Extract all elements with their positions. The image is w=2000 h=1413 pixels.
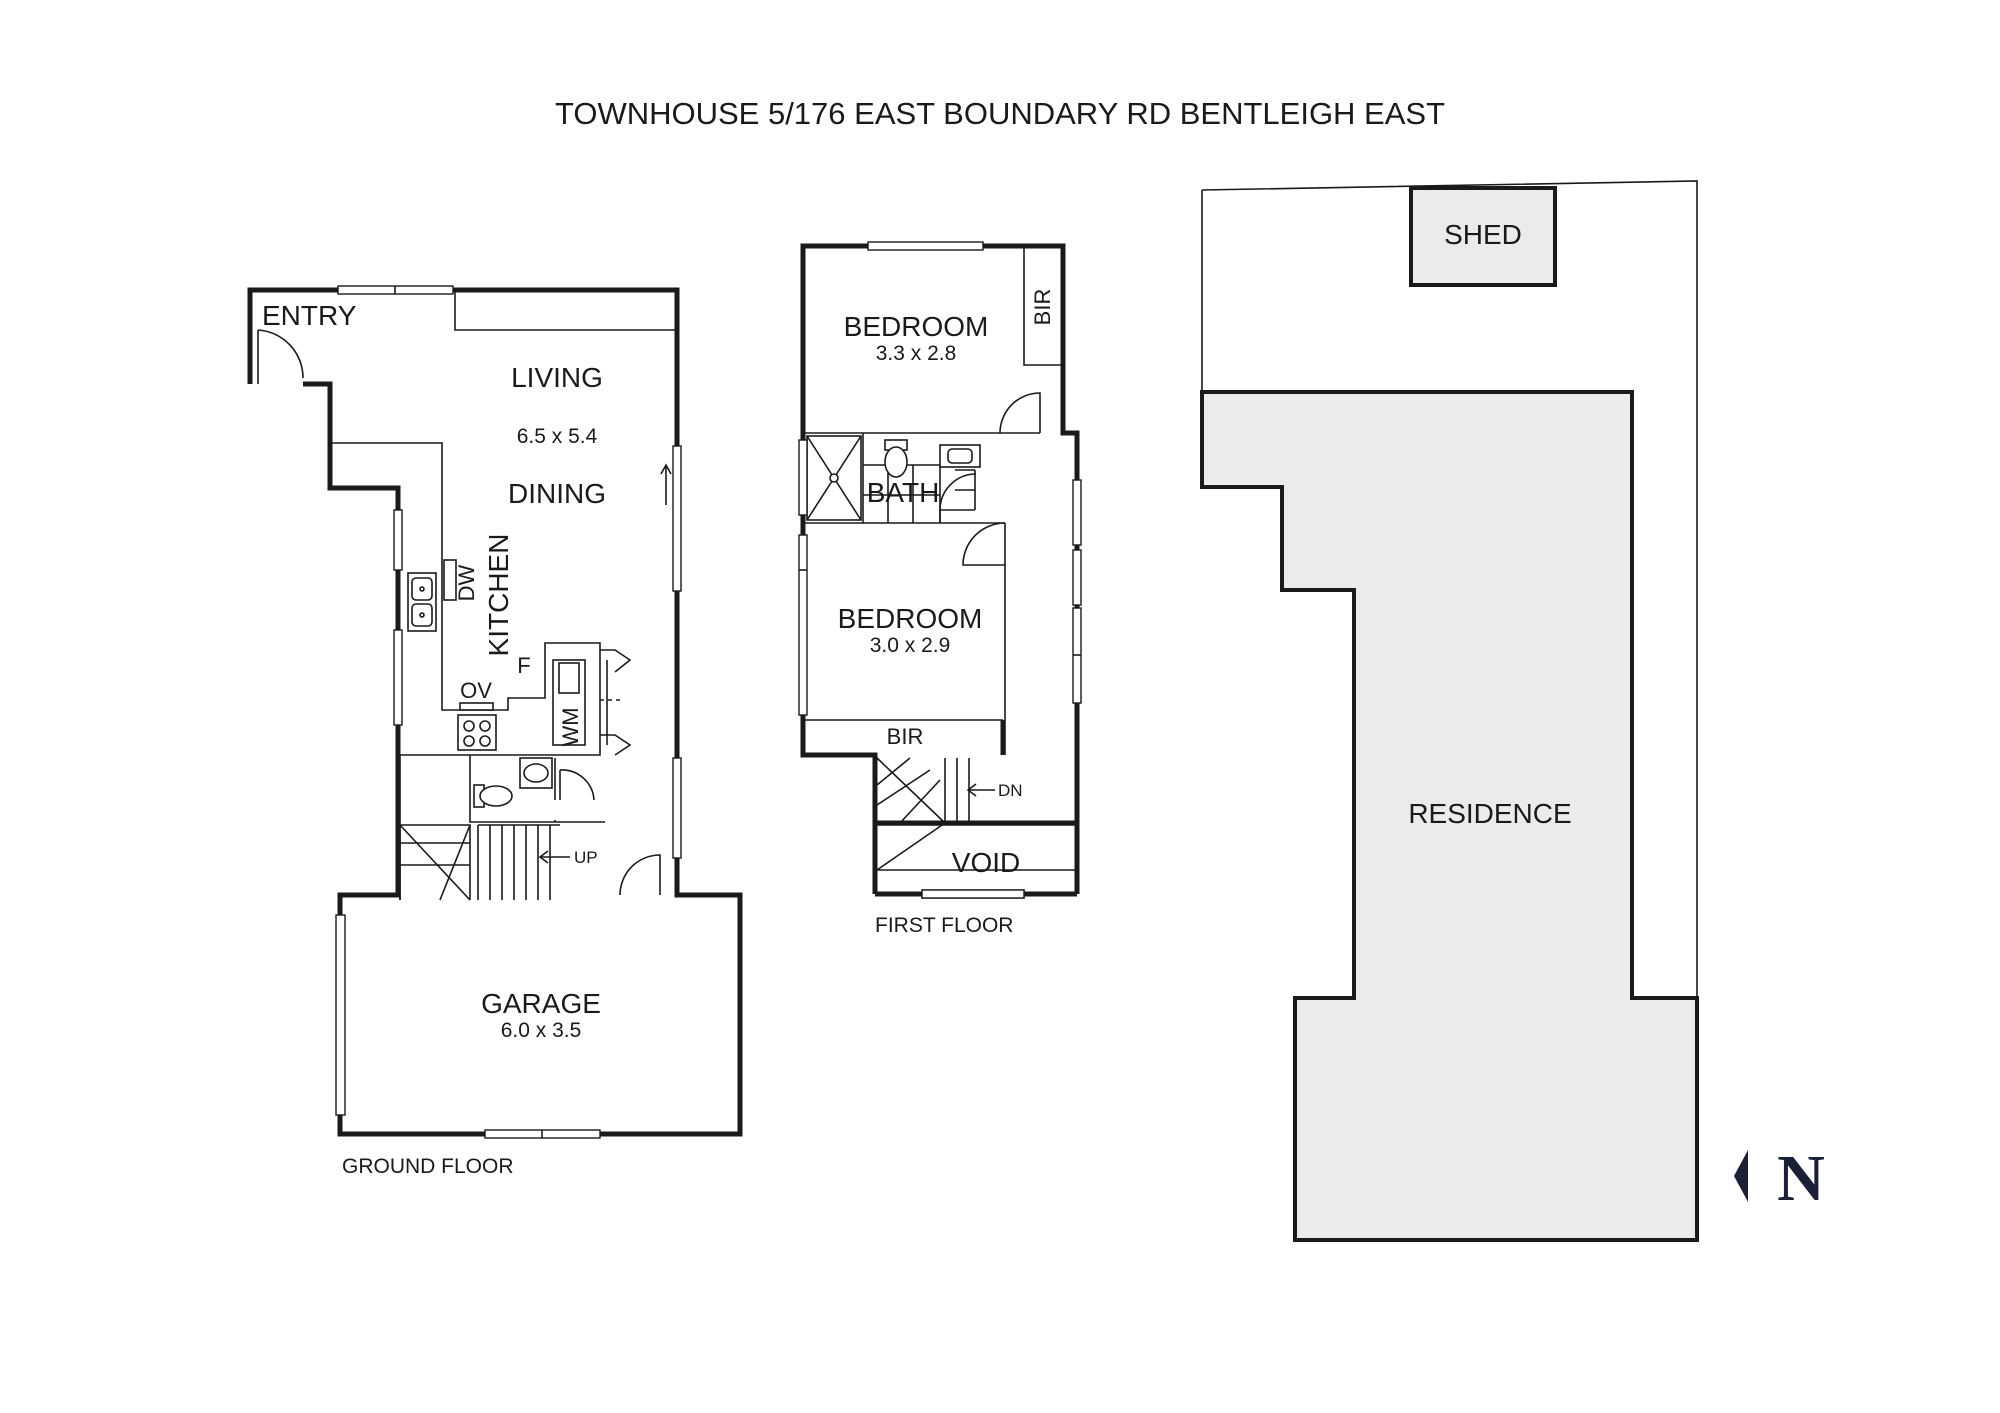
- ground-floor: [247, 285, 743, 1139]
- room-label-kitchen: KITCHEN: [483, 534, 514, 657]
- powder-door: [559, 769, 595, 801]
- bedroom1-door: [999, 392, 1041, 434]
- cooktop-icon: [457, 714, 497, 751]
- room-label-void: VOID: [952, 847, 1020, 878]
- label-residence: RESIDENCE: [1408, 798, 1571, 829]
- residence-outline: [1200, 390, 1699, 1242]
- north-label: N: [1777, 1142, 1825, 1215]
- dishwasher-icon: [443, 559, 457, 601]
- bedroom1-dimensions: 3.3 x 2.8: [876, 342, 957, 365]
- north-arrow-icon: [1734, 1150, 1748, 1202]
- site-boundary: [1201, 180, 1698, 998]
- first-floor: [798, 241, 1082, 899]
- first-floor-stairs: [876, 757, 1077, 871]
- bath-window: [798, 439, 808, 516]
- label-ov: OV: [460, 678, 492, 703]
- plan-title: TOWNHOUSE 5/176 EAST BOUNDARY RD BENTLEI…: [555, 96, 1445, 131]
- label-bir2: BIR: [887, 724, 924, 749]
- room-label-bedroom2: BEDROOM: [838, 603, 983, 634]
- up-arrow-icon: [538, 850, 570, 864]
- ground-floor-label: GROUND FLOOR: [342, 1155, 514, 1178]
- room-label-bath: BATH: [867, 477, 940, 508]
- bedroom2-window-left: [798, 534, 808, 716]
- bath-walls: [805, 432, 1040, 524]
- kitchen-window-lower: [393, 629, 403, 726]
- living-sliding-door: [672, 445, 682, 592]
- label-shed: SHED: [1444, 219, 1522, 250]
- side-window: [672, 757, 682, 859]
- label-up: UP: [574, 848, 598, 867]
- garage-internal-door: [619, 854, 661, 896]
- bath-tiles: [863, 464, 976, 523]
- void-outline: [877, 869, 1077, 871]
- dn-arrow-icon: [966, 783, 995, 797]
- laundry-doors: [600, 649, 632, 756]
- ground-floor-stairs: [399, 824, 560, 901]
- bedroom2-door: [962, 522, 1006, 566]
- label-bir1: BIR: [1030, 289, 1055, 326]
- living-dimensions: 6.5 x 5.4: [517, 425, 598, 448]
- kitchen-window-upper: [393, 509, 403, 571]
- label-fridge: F: [517, 653, 530, 678]
- bedroom1-window: [867, 241, 984, 251]
- garage-dimensions: 6.0 x 3.5: [501, 1019, 582, 1042]
- room-label-bedroom1: BEDROOM: [844, 311, 989, 342]
- landing-window-2: [1072, 549, 1082, 606]
- room-label-garage: GARAGE: [481, 988, 601, 1019]
- room-label-entry: ENTRY: [262, 300, 357, 331]
- label-dw: DW: [454, 564, 479, 601]
- label-wm: WM: [558, 707, 583, 746]
- garage-side-window: [335, 914, 346, 1116]
- room-label-living: LIVING: [511, 362, 603, 393]
- room-label-dining: DINING: [508, 478, 606, 509]
- bath-door: [939, 473, 977, 511]
- bedroom2-dimensions: 3.0 x 2.9: [870, 634, 951, 657]
- oven-icon: [459, 702, 494, 711]
- entry-door: [257, 329, 304, 384]
- landing-window-1: [1072, 479, 1082, 546]
- site-plan: [1200, 180, 1699, 1242]
- living-feature-wall: [454, 292, 675, 331]
- label-dn: DN: [998, 781, 1023, 800]
- first-floor-label: FIRST FLOOR: [875, 914, 1013, 937]
- ground-floor-walls: [247, 287, 743, 1137]
- bir1-wall: [1023, 248, 1061, 366]
- kitchen-bench: [330, 442, 601, 756]
- shed-outline: [1409, 186, 1557, 287]
